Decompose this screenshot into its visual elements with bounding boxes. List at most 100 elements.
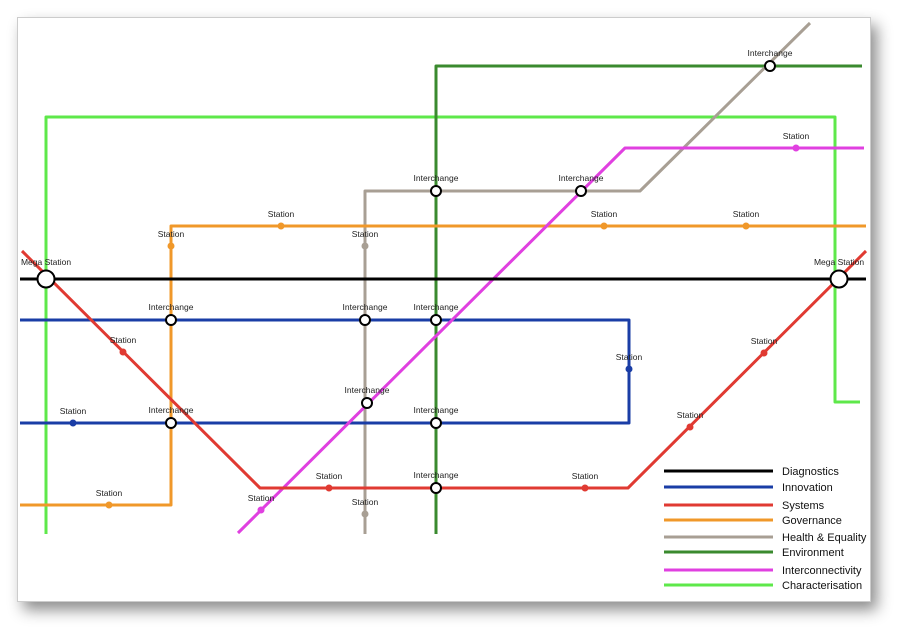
interchange-ring — [430, 482, 442, 494]
station[interactable]: Station — [248, 493, 275, 514]
interchange-station[interactable]: Interchange — [149, 302, 194, 326]
station-dot — [119, 348, 127, 356]
station-label: Interchange — [149, 405, 194, 415]
station-dot — [760, 349, 768, 357]
station-label: Interchange — [414, 405, 459, 415]
interchange-station[interactable]: Interchange — [414, 173, 459, 197]
station-dot — [600, 222, 608, 230]
station-dot — [361, 242, 369, 250]
station[interactable]: Station — [268, 209, 295, 230]
station[interactable]: Station — [110, 335, 137, 356]
station[interactable]: Station — [616, 352, 643, 373]
interchange-station[interactable]: Interchange — [149, 405, 194, 429]
station-label: Interchange — [343, 302, 388, 312]
interchange-ring — [764, 60, 776, 72]
station-label: Station — [110, 335, 137, 345]
legend-item-diagnostics: Diagnostics — [664, 466, 839, 478]
station-label: Station — [783, 131, 810, 141]
station[interactable]: Station — [783, 131, 810, 152]
interchange-ring — [359, 314, 371, 326]
interchange-station[interactable]: Interchange — [343, 302, 388, 326]
station-label: Station — [352, 229, 379, 239]
station-label: Interchange — [748, 48, 793, 58]
legend-item-interconnectivity: Interconnectivity — [664, 565, 862, 577]
legend-label: Environment — [782, 547, 844, 559]
interchange-station[interactable]: Interchange — [345, 385, 390, 409]
station-dot — [581, 484, 589, 492]
station-label: Station — [352, 497, 379, 507]
station-label: Station — [616, 352, 643, 362]
interchange-ring — [430, 185, 442, 197]
station-label: Station — [591, 209, 618, 219]
interchange-ring — [165, 417, 177, 429]
mega-station[interactable]: Mega Station — [814, 257, 864, 289]
mega-station[interactable]: Mega Station — [21, 257, 71, 289]
station[interactable]: Station — [751, 336, 778, 357]
station[interactable]: Station — [96, 488, 123, 509]
station-label: Interchange — [414, 302, 459, 312]
station-dot — [792, 144, 800, 152]
legend-label: Interconnectivity — [782, 565, 862, 577]
interchange-ring — [361, 397, 373, 409]
station-dot — [69, 419, 77, 427]
station-dot — [277, 222, 285, 230]
station[interactable]: Station — [572, 471, 599, 492]
legend-label: Governance — [782, 515, 842, 527]
station-label: Interchange — [345, 385, 390, 395]
legend-item-innovation: Innovation — [664, 482, 833, 494]
station-label: Station — [572, 471, 599, 481]
station-label: Station — [268, 209, 295, 219]
route-characterisation — [44, 115, 860, 534]
route-environment — [434, 64, 862, 534]
station-dot — [686, 423, 694, 431]
route-systems — [20, 249, 868, 490]
station-dot — [257, 506, 265, 514]
legend-label: Diagnostics — [782, 466, 839, 478]
station-label: Station — [158, 229, 185, 239]
interchange-ring — [829, 269, 849, 289]
station[interactable]: Station — [316, 471, 343, 492]
station[interactable]: Station — [352, 497, 379, 518]
station-dot — [325, 484, 333, 492]
station-label: Station — [60, 406, 87, 416]
station-label: Interchange — [559, 173, 604, 183]
station-label: Station — [751, 336, 778, 346]
interchange-ring — [430, 417, 442, 429]
station-dot — [625, 365, 633, 373]
station-dot — [167, 242, 175, 250]
station-label: Station — [96, 488, 123, 498]
interchange-ring — [36, 269, 56, 289]
legend-label: Characterisation — [782, 580, 862, 592]
station-label: Interchange — [414, 173, 459, 183]
station[interactable]: Station — [733, 209, 760, 230]
legend-item-systems: Systems — [664, 500, 825, 512]
legend-label: Health & Equality — [782, 532, 867, 544]
interchange-station[interactable]: Interchange — [414, 470, 459, 494]
interchange-station[interactable]: Interchange — [414, 302, 459, 326]
station-label: Station — [316, 471, 343, 481]
legend-item-health-equality: Health & Equality — [664, 532, 867, 544]
station-label: Interchange — [414, 470, 459, 480]
station-label: Interchange — [149, 302, 194, 312]
station-label: Station — [248, 493, 275, 503]
legend-item-governance: Governance — [664, 515, 842, 527]
interchange-ring — [165, 314, 177, 326]
station[interactable]: Station — [677, 410, 704, 431]
station-dot — [105, 501, 113, 509]
interchange-station[interactable]: Interchange — [748, 48, 793, 72]
station-dot — [742, 222, 750, 230]
interchange-ring — [575, 185, 587, 197]
interchange-station[interactable]: Interchange — [414, 405, 459, 429]
legend-item-environment: Environment — [664, 547, 844, 559]
station[interactable]: Station — [158, 229, 185, 250]
route-health-equality — [363, 21, 812, 534]
station-label: Mega Station — [814, 257, 864, 267]
interchange-station[interactable]: Interchange — [559, 173, 604, 197]
station[interactable]: Station — [60, 406, 87, 427]
legend-label: Systems — [782, 500, 825, 512]
station[interactable]: Station — [352, 229, 379, 250]
station[interactable]: Station — [591, 209, 618, 230]
station-dot — [361, 510, 369, 518]
station-label: Mega Station — [21, 257, 71, 267]
